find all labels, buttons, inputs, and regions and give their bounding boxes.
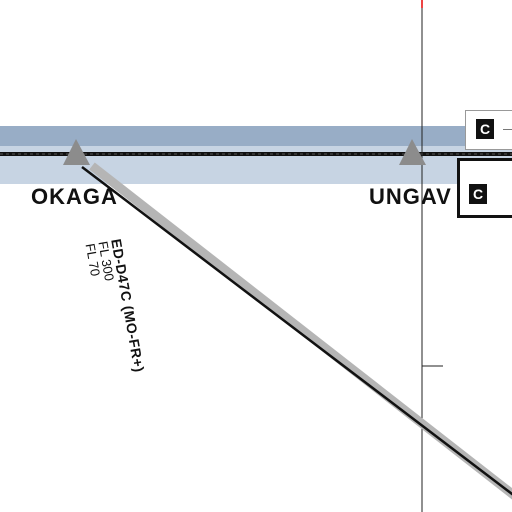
class-c-badge: C — [469, 184, 487, 204]
class-c-badge: C — [476, 119, 494, 139]
info-box-upper[interactable]: C — [465, 110, 512, 150]
waypoint-okaga-label: OKAGA — [31, 184, 118, 209]
waypoint-okaga-triangle-icon[interactable] — [63, 139, 90, 165]
info-box-lower[interactable]: C — [457, 158, 512, 218]
airway-band-upper — [0, 126, 512, 146]
waypoint-ungav-triangle-icon[interactable] — [399, 139, 426, 165]
waypoint-ungav-label: UNGAV — [369, 184, 452, 209]
area-boundary-line — [81, 166, 512, 496]
box-divider — [503, 129, 512, 130]
